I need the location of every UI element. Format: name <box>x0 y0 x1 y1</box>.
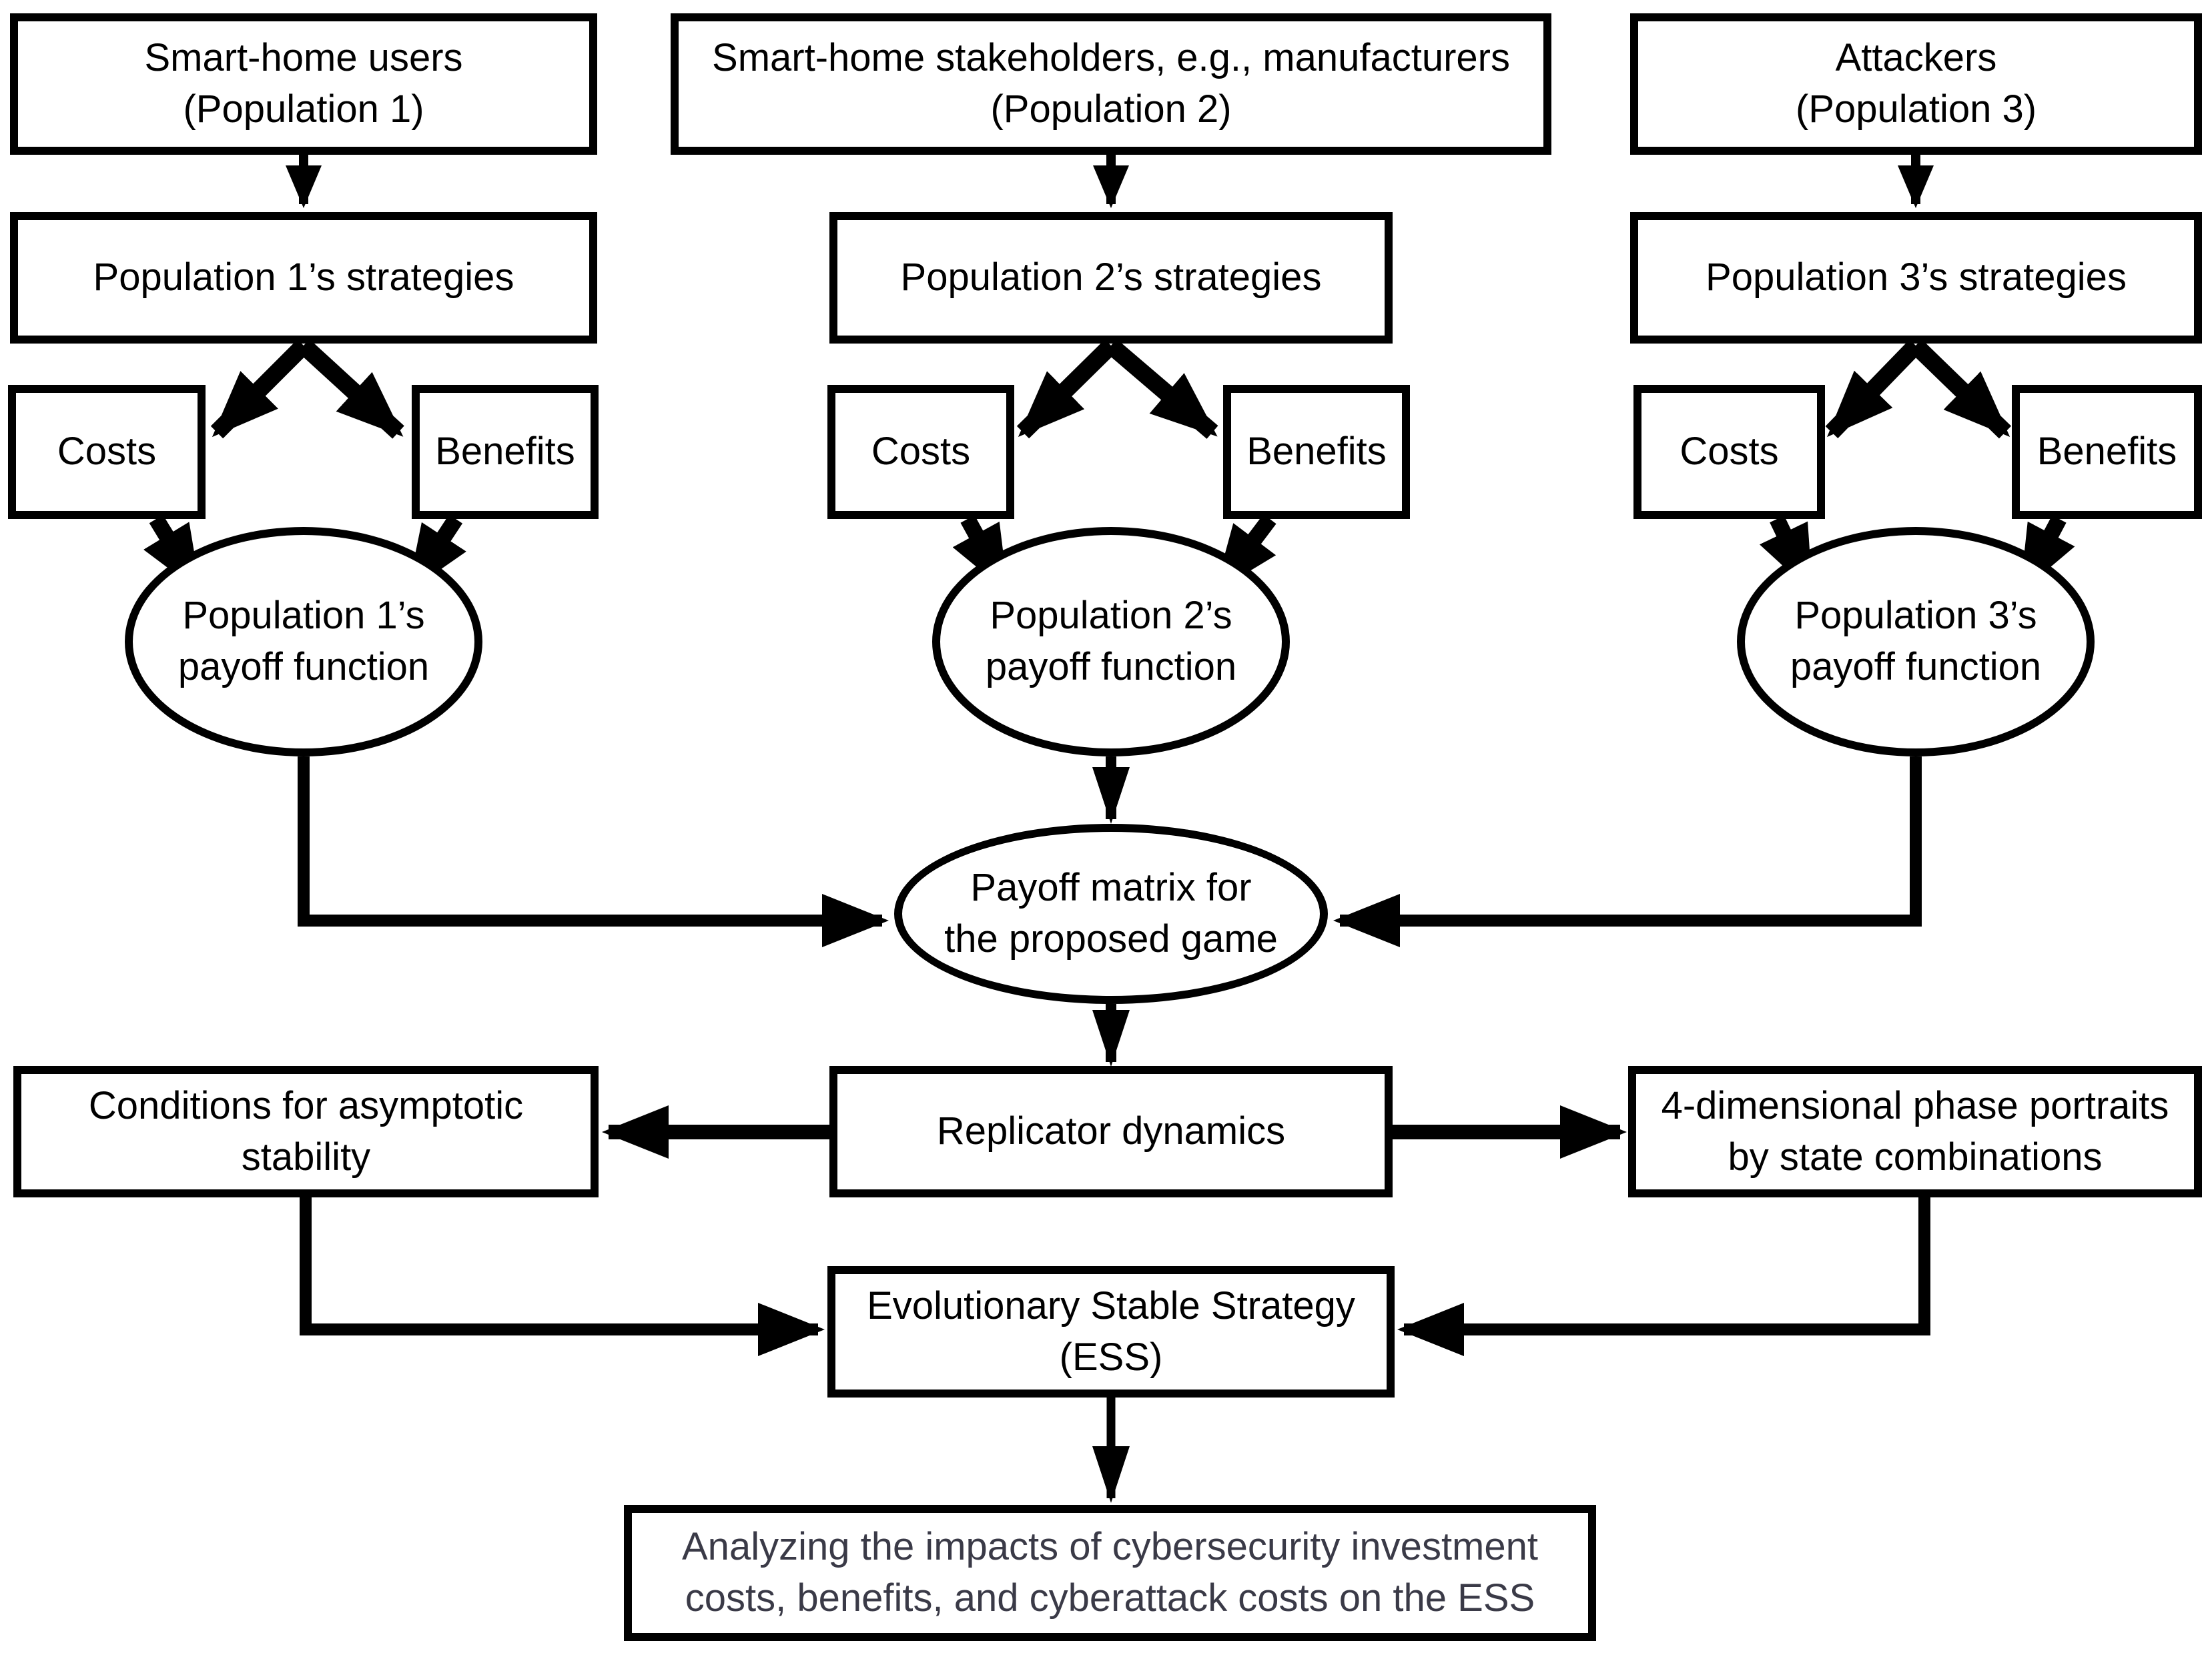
arrow-strategies2-to-benefits2 <box>1105 339 1218 439</box>
costs3-label: Costs <box>1680 430 1779 474</box>
benefits3-box: Benefits <box>2012 385 2202 519</box>
population3-label: Attackers (Population 3) <box>1795 36 2037 131</box>
strategies1-label: Population 1’s strategies <box>93 255 514 300</box>
conditions-box: Conditions for asymptotic stability <box>13 1066 599 1197</box>
arrow-strategies2-to-costs2 <box>1016 339 1118 439</box>
phase-portraits-label: 4-dimensional phase portraits by state c… <box>1661 1083 2169 1179</box>
payoff-matrix-ellipse: Payoff matrix for the proposed game <box>894 824 1328 1004</box>
population3-box: Attackers (Population 3) <box>1630 13 2202 155</box>
conditions-label: Conditions for asymptotic stability <box>88 1083 524 1179</box>
payoff2-label: Population 2’s payoff function <box>985 594 1237 688</box>
costs1-label: Costs <box>57 430 157 474</box>
payoff-matrix-label: Payoff matrix for the proposed game <box>944 866 1278 961</box>
payoff2-ellipse: Population 2’s payoff function <box>932 527 1290 756</box>
arrow-strategies3-to-costs3 <box>1825 339 1922 439</box>
replicator-dynamics-box: Replicator dynamics <box>829 1066 1393 1197</box>
analysis-label: Analyzing the impacts of cybersecurity i… <box>682 1525 1538 1620</box>
benefits2-box: Benefits <box>1223 385 1410 519</box>
strategies2-box: Population 2’s strategies <box>829 212 1393 344</box>
arrow-strategies1-to-benefits1 <box>298 339 404 439</box>
costs3-box: Costs <box>1633 385 1825 519</box>
benefits1-box: Benefits <box>412 385 599 519</box>
benefits3-label: Benefits <box>2037 430 2177 474</box>
arrow-strategies3-to-benefits3 <box>1909 339 2012 439</box>
payoff1-ellipse: Population 1’s payoff function <box>125 527 482 756</box>
strategies2-label: Population 2’s strategies <box>900 255 1322 300</box>
strategies3-box: Population 3’s strategies <box>1630 212 2202 344</box>
ess-box: Evolutionary Stable Strategy (ESS) <box>827 1266 1395 1398</box>
connector-conditions-to-ess <box>300 1197 825 1356</box>
arrow-strategies1-to-costs1 <box>210 339 310 439</box>
benefits2-label: Benefits <box>1246 430 1387 474</box>
phase-portraits-box: 4-dimensional phase portraits by state c… <box>1628 1066 2202 1197</box>
replicator-dynamics-label: Replicator dynamics <box>936 1109 1286 1153</box>
payoff3-label: Population 3’s payoff function <box>1790 594 2042 688</box>
strategies3-label: Population 3’s strategies <box>1706 255 2127 300</box>
population1-box: Smart-home users (Population 1) <box>10 13 597 155</box>
payoff3-ellipse: Population 3’s payoff function <box>1737 527 2095 756</box>
payoff1-label: Population 1’s payoff function <box>177 594 430 688</box>
connector-payoff3-to-matrix <box>1333 756 1922 947</box>
costs2-label: Costs <box>871 430 971 474</box>
connector-payoff1-to-matrix <box>298 756 889 947</box>
costs2-box: Costs <box>827 385 1014 519</box>
benefits1-label: Benefits <box>435 430 575 474</box>
ess-label: Evolutionary Stable Strategy (ESS) <box>867 1283 1355 1379</box>
population2-box: Smart-home stakeholders, e.g., manufactu… <box>671 13 1551 155</box>
costs1-box: Costs <box>8 385 206 519</box>
population2-label: Smart-home stakeholders, e.g., manufactu… <box>712 36 1510 131</box>
connector-phase-to-ess <box>1397 1197 1930 1356</box>
strategies1-box: Population 1’s strategies <box>10 212 597 344</box>
analysis-box: Analyzing the impacts of cybersecurity i… <box>624 1505 1596 1641</box>
population1-label: Smart-home users (Population 1) <box>144 36 463 131</box>
